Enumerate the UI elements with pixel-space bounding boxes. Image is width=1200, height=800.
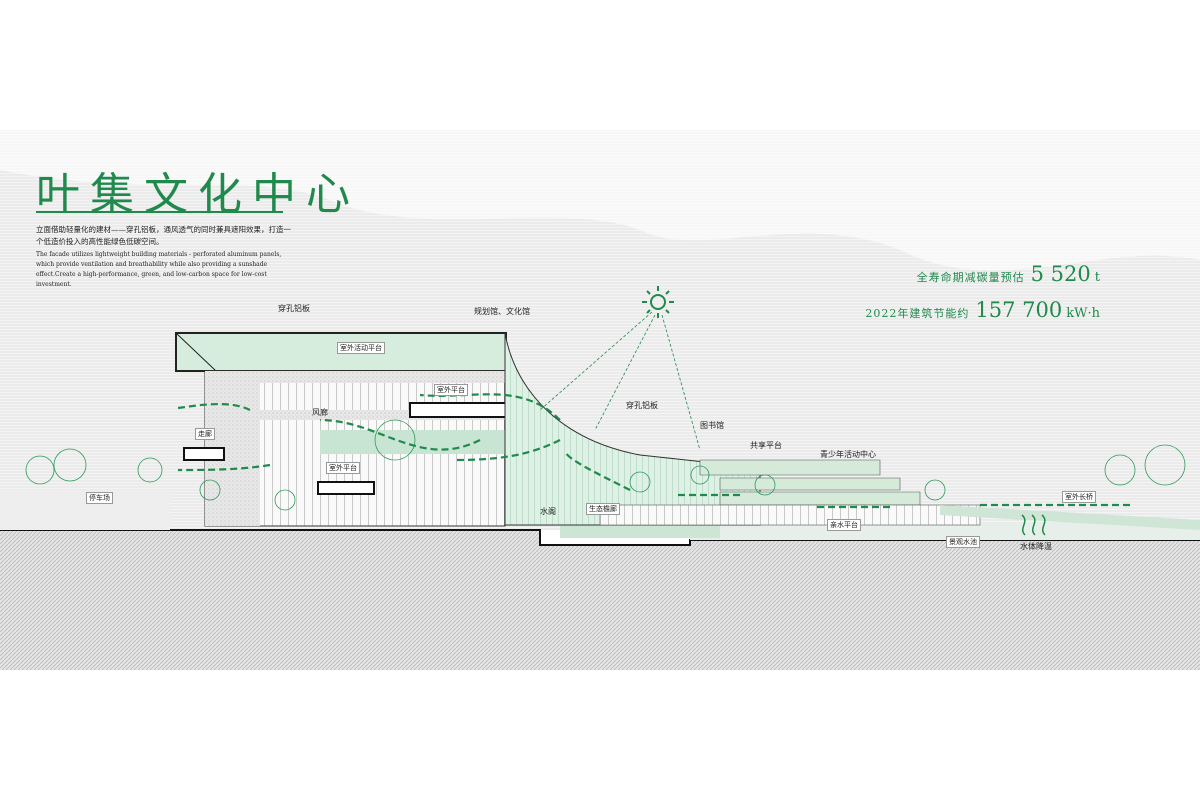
label-outdoor-bridge: 室外长桥 [1062,491,1096,503]
label-waterfront-platform: 亲水平台 [827,519,861,531]
stat-unit: t [1094,270,1100,285]
stat-unit: kW·h [1066,306,1100,321]
label-planning-culture-hall: 规划馆、文化馆 [474,307,530,316]
label-parking: 停车场 [86,492,113,504]
label-outdoor-platform-upper: 室外平台 [434,384,468,396]
label-perforated-panel-top: 穿孔铝板 [278,304,310,313]
sun-icon [642,286,674,318]
label-outdoor-activity-platform: 室外活动平台 [337,342,385,354]
sunlight-rays [539,311,701,451]
label-water-pavilion: 水阁 [540,507,556,516]
title-divider [36,211,283,213]
stat-label: 全寿命期减碳量预估 [916,271,1025,284]
stat-label: 2022年建筑节能约 [865,307,970,320]
label-perforated-panel-mid: 穿孔铝板 [626,401,658,410]
label-outdoor-platform-lower: 室外平台 [326,462,360,474]
label-shared-platform: 共享平台 [750,441,782,450]
description-chinese: 立面借助轻量化的建材——穿孔铝板，通风透气的同时兼具遮阳效果，打造一个低造价投入… [36,225,291,246]
label-eco-eave-corridor: 生态檐廊 [586,503,620,515]
label-wind-corridor: 风廊 [312,408,328,417]
stat-value: 157 700 [975,298,1063,322]
cooling-waves [1021,514,1046,536]
ground-section [0,490,1200,670]
label-corridor: 走廊 [195,428,215,440]
airflow-arrows [177,393,1130,509]
label-landscape-pool: 景观水池 [946,536,980,548]
label-youth-center: 青少年活动中心 [820,450,876,459]
label-library: 图书馆 [700,421,724,430]
stat-value: 5 520 [1030,262,1091,286]
description-english: The facade utilizes lightweight building… [36,251,282,288]
label-water-cooling: 水体降温 [1020,542,1052,551]
trees [25,419,1186,511]
